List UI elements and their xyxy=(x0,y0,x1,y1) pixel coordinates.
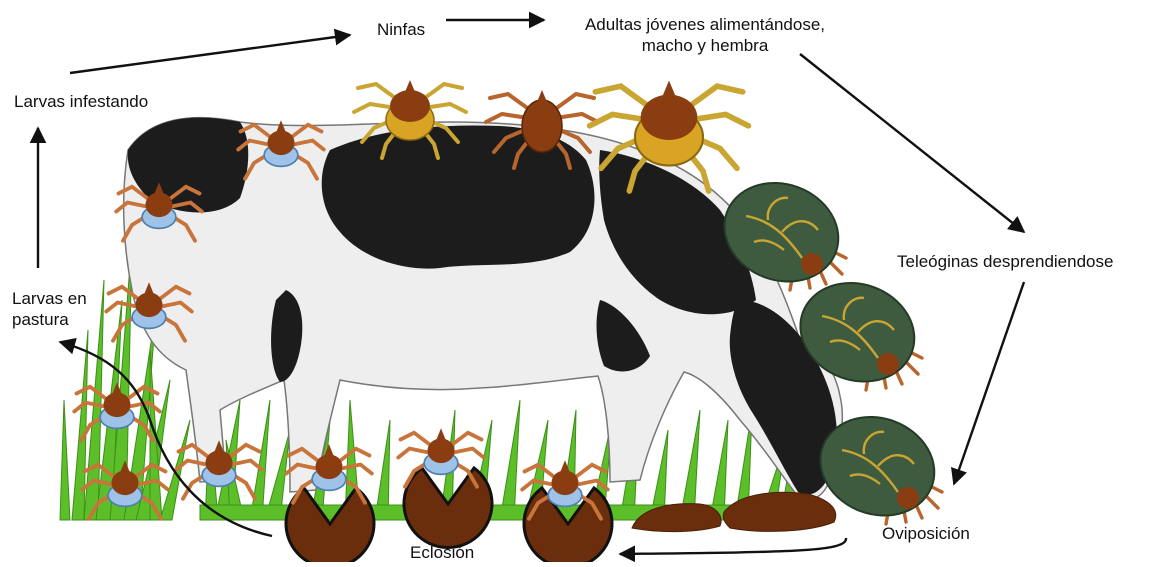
label-larvas-infestando: Larvas infestando xyxy=(14,91,148,112)
arrow-to-eclosion xyxy=(620,538,846,554)
label-teleoginas: Teleóginas desprendiendose xyxy=(897,251,1113,272)
label-adultas-line2: macho y hembra xyxy=(560,35,850,56)
label-larvas-pastura-line1: Larvas en xyxy=(12,288,87,309)
arrow-to-teleoginas xyxy=(800,54,1024,232)
arrow-to-oviposicion xyxy=(954,282,1024,484)
label-oviposicion: Oviposición xyxy=(882,523,970,544)
label-ninfas: Ninfas xyxy=(377,19,425,40)
label-adultas: Adultas jóvenes alimentándose, macho y h… xyxy=(560,14,850,56)
label-eclosion: Eclosión xyxy=(410,542,474,563)
label-adultas-line1: Adultas jóvenes alimentándose, xyxy=(560,14,850,35)
label-larvas-pastura-line2: pastura xyxy=(12,309,87,330)
arrow-to-ninfas xyxy=(70,35,350,73)
label-larvas-pastura: Larvas en pastura xyxy=(12,288,87,330)
